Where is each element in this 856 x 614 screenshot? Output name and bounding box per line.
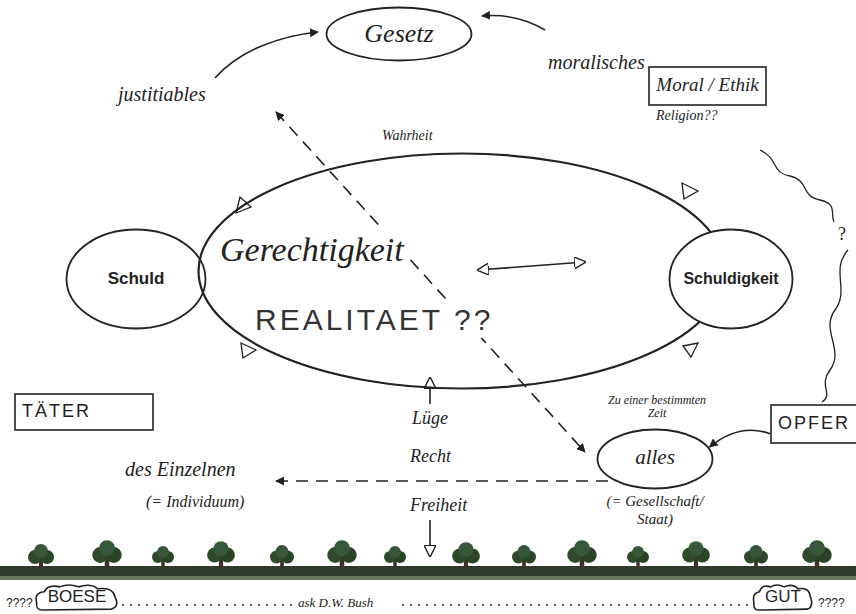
tree	[327, 540, 356, 569]
note-text: Lüge	[412, 408, 448, 430]
note-text: justitiables	[118, 82, 206, 106]
tree	[92, 540, 121, 569]
tree	[682, 541, 710, 569]
cloud-outline	[36, 585, 117, 610]
tree	[744, 545, 768, 569]
node-text: Moral / Ethik	[656, 74, 758, 97]
leader-arrow	[215, 32, 318, 78]
victim-box: OPFER	[770, 404, 856, 444]
ground-strip	[0, 566, 856, 579]
tree	[627, 546, 649, 568]
arc-arrowhead	[682, 183, 698, 199]
note-text: moralisches	[548, 50, 645, 74]
rect-outline	[15, 394, 153, 430]
ellipse-outline	[327, 8, 472, 61]
tree	[207, 541, 235, 569]
node-text: BOESE	[48, 587, 107, 607]
ellipse-outline	[199, 154, 726, 389]
arc-arrowhead	[241, 343, 256, 358]
node-text: Schuldigkeit	[680, 269, 781, 288]
note-text: Recht	[410, 446, 451, 468]
node-text: Gerechtigkeit	[217, 230, 407, 271]
node-text: REALITAET ??	[252, 302, 496, 338]
tree	[28, 544, 54, 570]
moral-box: Moral / Ethik	[648, 66, 767, 106]
dashed-arrow	[276, 480, 608, 482]
node-text: TÄTER	[22, 401, 91, 423]
law-ellipse: Gesetz	[325, 6, 473, 62]
note-text: Freiheit	[410, 495, 467, 517]
note-text: des Einzelnen	[125, 457, 236, 481]
tree	[452, 542, 480, 570]
guilt-circle: Schuld	[65, 228, 207, 330]
node-text: (= Gesellschaft/ Staat)	[590, 492, 720, 528]
arc-arrowhead	[683, 343, 698, 357]
justice-ellipse: GerechtigkeitREALITAET ??	[197, 152, 727, 390]
node-text: OPFER	[778, 413, 850, 435]
all-ellipse: alles (= Gesellschaft/ Staat)	[590, 428, 720, 548]
up-arrow	[429, 378, 431, 404]
rect-outline	[771, 405, 856, 443]
question-mark: ?	[838, 224, 846, 246]
dotted-line	[122, 604, 292, 606]
note-text: (= Individuum)	[146, 492, 244, 511]
dashed-arrow	[276, 112, 585, 452]
tree	[270, 545, 294, 569]
perpetrator-box: TÄTER	[14, 393, 154, 431]
tree	[567, 540, 596, 569]
node-text: alles	[635, 445, 675, 470]
note-text: ask D.W. Bush	[298, 595, 373, 611]
rect-outline	[649, 67, 766, 105]
tree	[152, 546, 174, 568]
question-marks: ????	[6, 596, 33, 610]
good-cloud: GUT	[752, 583, 814, 612]
leader-arrow	[482, 16, 545, 30]
node-text: Gesetz	[364, 18, 433, 49]
curved-arrow	[709, 430, 770, 447]
ellipse-outline	[670, 230, 793, 329]
question-marks: ????	[818, 596, 845, 610]
ellipse-outline	[598, 430, 713, 489]
node-text: GUT	[765, 587, 801, 607]
edge-label: Zu einer bestimmten Zeit	[607, 394, 707, 420]
evil-cloud: BOESE	[34, 583, 120, 612]
node-text: Schuld	[108, 269, 165, 289]
dotted-line	[402, 604, 748, 606]
duty-circle: Schuldigkeit	[668, 228, 794, 330]
ground-strip	[0, 576, 856, 580]
down-arrow	[429, 520, 431, 556]
node-outline	[197, 152, 727, 390]
wavy-line	[760, 150, 834, 222]
note-text: Religion??	[656, 108, 717, 125]
tree	[512, 545, 536, 569]
tree	[802, 540, 831, 569]
double-arrow	[478, 262, 585, 270]
cloud-outline	[753, 585, 811, 610]
note-text: Wahrheit	[382, 128, 433, 145]
wavy-line	[822, 250, 848, 402]
ellipse-outline	[67, 230, 206, 329]
tree	[384, 546, 406, 568]
